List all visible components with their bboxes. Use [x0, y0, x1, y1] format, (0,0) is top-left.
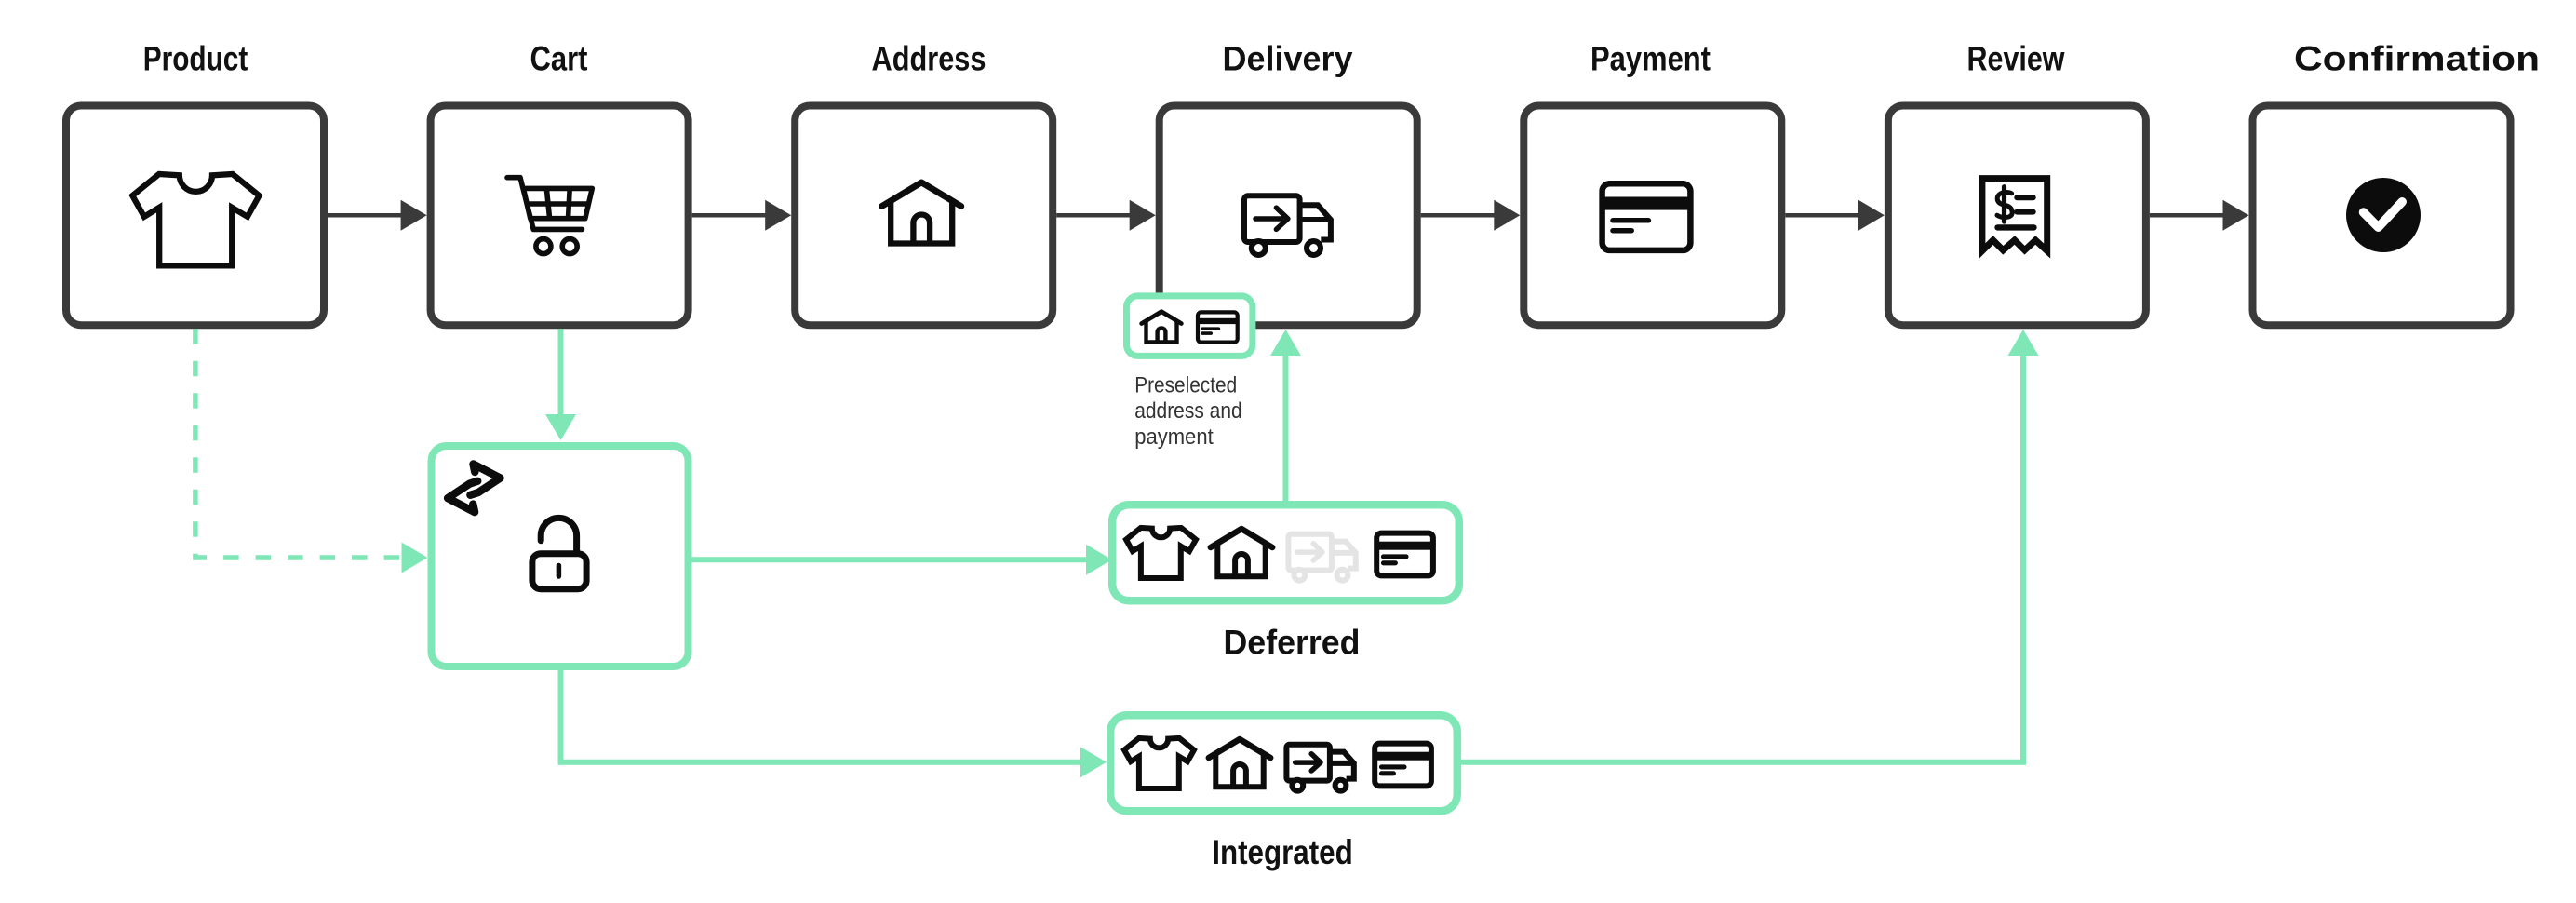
- svg-text:payment: payment: [1134, 425, 1214, 450]
- svg-text:Review: Review: [1967, 39, 2066, 78]
- svg-text:Product: Product: [143, 39, 248, 78]
- svg-text:Confirmation: Confirmation: [2294, 39, 2540, 78]
- svg-text:Deferred: Deferred: [1224, 623, 1361, 662]
- svg-text:Payment: Payment: [1590, 39, 1711, 78]
- svg-text:address and: address and: [1134, 398, 1242, 424]
- svg-text:Delivery: Delivery: [1223, 39, 1353, 78]
- svg-text:Address: Address: [872, 39, 986, 78]
- svg-text:Integrated: Integrated: [1212, 832, 1353, 871]
- svg-text:Cart: Cart: [530, 39, 588, 78]
- svg-text:Preselected: Preselected: [1134, 372, 1237, 398]
